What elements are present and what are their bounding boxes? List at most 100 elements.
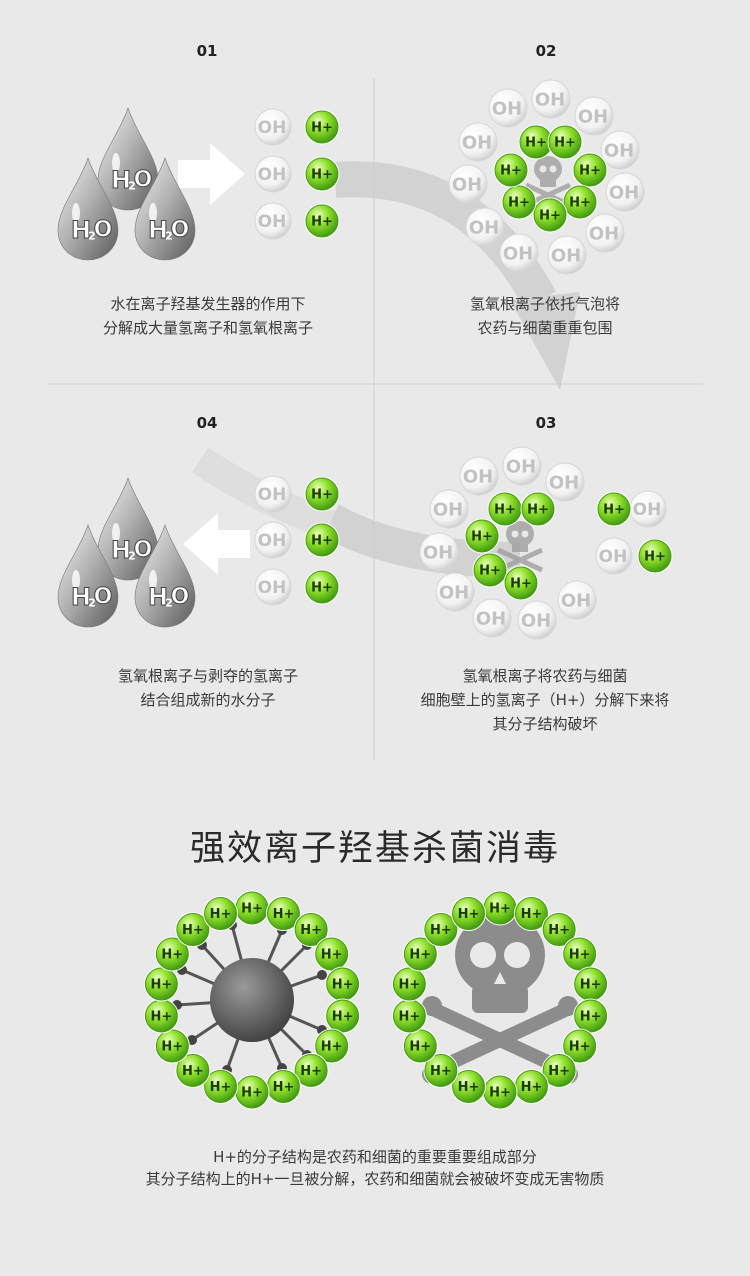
hydrogen-ion: H+: [304, 569, 340, 605]
hydrogen-ion: H+: [203, 1068, 239, 1104]
hydroxide-ion: OH: [254, 475, 292, 513]
hydroxide-ion: OH: [547, 235, 587, 275]
svg-text:H+: H+: [311, 215, 333, 230]
hydrogen-ion: H+: [391, 966, 427, 1002]
svg-text:OH: OH: [462, 133, 492, 154]
svg-text:OH: OH: [589, 224, 619, 245]
svg-text:H+: H+: [161, 1040, 183, 1055]
hydroxide-ion: OH: [435, 572, 475, 612]
caption-line: 农药与细菌重重包围: [477, 319, 613, 337]
svg-text:H+: H+: [300, 923, 322, 938]
svg-text:2: 2: [165, 230, 173, 243]
svg-text:H+: H+: [241, 1086, 263, 1101]
svg-text:O: O: [134, 538, 153, 563]
svg-text:H+: H+: [151, 1009, 173, 1024]
hydrogen-ion: H+: [513, 1068, 549, 1104]
hydroxide-ion: OH: [419, 532, 459, 572]
caption-line: 氢氧根离子将农药与细菌: [462, 667, 628, 685]
hydrogen-ion: H+: [520, 491, 556, 527]
svg-text:H+: H+: [311, 534, 333, 549]
hydroxide-ion: OH: [458, 122, 498, 162]
hydrogen-ion: H+: [573, 966, 609, 1002]
caption-line: 氢氧根离子与剥夺的氢离子: [117, 667, 298, 685]
hydroxide-ion: OH: [254, 521, 292, 559]
svg-text:O: O: [134, 168, 153, 193]
hydrogen-ion: H+: [596, 491, 632, 527]
svg-text:H+: H+: [311, 581, 333, 596]
hydroxide-ion: OH: [254, 108, 292, 146]
hydrogen-ion: H+: [293, 912, 329, 948]
hydrogen-ion: H+: [572, 152, 608, 188]
svg-text:O: O: [94, 218, 113, 243]
svg-text:H+: H+: [527, 503, 549, 518]
hydrogen-ion: H+: [423, 1052, 459, 1088]
svg-text:H+: H+: [409, 948, 431, 963]
svg-text:O: O: [94, 585, 113, 610]
svg-text:OH: OH: [633, 500, 662, 520]
svg-text:H+: H+: [210, 1080, 232, 1095]
svg-text:H+: H+: [430, 1064, 452, 1079]
cycle-arrowhead-down: [510, 292, 580, 390]
caption-line: 其分子结构破坏: [492, 715, 598, 733]
hydrogen-ion: H+: [487, 491, 523, 527]
svg-text:OH: OH: [258, 531, 287, 551]
svg-text:OH: OH: [604, 141, 634, 162]
hydroxide-ion: OH: [459, 456, 499, 496]
hydrogen-ion: H+: [423, 912, 459, 948]
hydrogen-ion: H+: [325, 966, 361, 1002]
svg-text:H: H: [148, 216, 168, 244]
hydrogen-ion: H+: [203, 896, 239, 932]
svg-text:H+: H+: [332, 1009, 354, 1024]
caption-line: 结合组成新的水分子: [140, 691, 276, 709]
hydrogen-ion: H+: [532, 197, 568, 233]
hydrogen-ion: H+: [314, 1028, 350, 1064]
hydrogen-ion: H+: [562, 1028, 598, 1064]
hydrogen-ion: H+: [175, 912, 211, 948]
hydrogen-ion: H+: [402, 936, 438, 972]
water-drop: H2O: [57, 157, 119, 261]
hydrogen-ion: H+: [402, 1028, 438, 1064]
svg-text:H+: H+: [580, 1009, 602, 1024]
svg-text:H: H: [111, 166, 131, 194]
hydrogen-ion: H+: [154, 1028, 190, 1064]
svg-text:OH: OH: [476, 609, 506, 630]
skull-icon: [422, 913, 578, 1084]
step-number: 03: [535, 414, 557, 432]
caption-line: 分解成大量氢离子和氢氧根离子: [102, 319, 313, 337]
hydrogen-ion: H+: [304, 109, 340, 145]
section-title: 强效离子羟基杀菌消毒: [189, 829, 560, 869]
virus-icon: [172, 920, 327, 1075]
hydrogen-ion: H+: [154, 936, 190, 972]
water-drop: H2O: [97, 107, 159, 211]
hydrogen-ion: H+: [143, 998, 179, 1034]
step-caption: 氢氧根离子与剥夺的氢离子 结合组成新的水分子: [48, 664, 368, 712]
svg-text:O: O: [171, 218, 190, 243]
svg-text:2: 2: [128, 180, 136, 193]
svg-text:OH: OH: [258, 212, 287, 232]
svg-text:H+: H+: [300, 1064, 322, 1079]
svg-text:H+: H+: [321, 1040, 343, 1055]
svg-text:H+: H+: [580, 978, 602, 993]
svg-text:H+: H+: [273, 1080, 295, 1095]
svg-text:H+: H+: [311, 121, 333, 136]
svg-text:OH: OH: [439, 583, 469, 604]
step-caption: 氢氧根离子将农药与细菌 细胞壁上的氢离子（H+）分解下来将 其分子结构破坏: [380, 664, 710, 736]
svg-text:H+: H+: [521, 907, 543, 922]
caption-line: 细胞壁上的氢离子（H+）分解下来将: [420, 691, 670, 709]
svg-text:OH: OH: [609, 183, 639, 204]
svg-text:H+: H+: [510, 577, 532, 592]
svg-text:H+: H+: [430, 923, 452, 938]
svg-text:H+: H+: [539, 209, 561, 224]
svg-text:H+: H+: [569, 1040, 591, 1055]
hydroxide-ion: OH: [595, 537, 633, 575]
hydrogen-ion: H+: [325, 998, 361, 1034]
svg-text:OH: OH: [258, 118, 287, 138]
hydroxide-ion: OH: [517, 600, 557, 640]
svg-text:OH: OH: [423, 543, 453, 564]
hydrogen-ion: H+: [562, 936, 598, 972]
svg-text:H+: H+: [548, 923, 570, 938]
svg-text:OH: OH: [492, 99, 522, 120]
hydrogen-ion: H+: [143, 966, 179, 1002]
svg-text:H+: H+: [311, 168, 333, 183]
svg-text:OH: OH: [503, 244, 533, 265]
